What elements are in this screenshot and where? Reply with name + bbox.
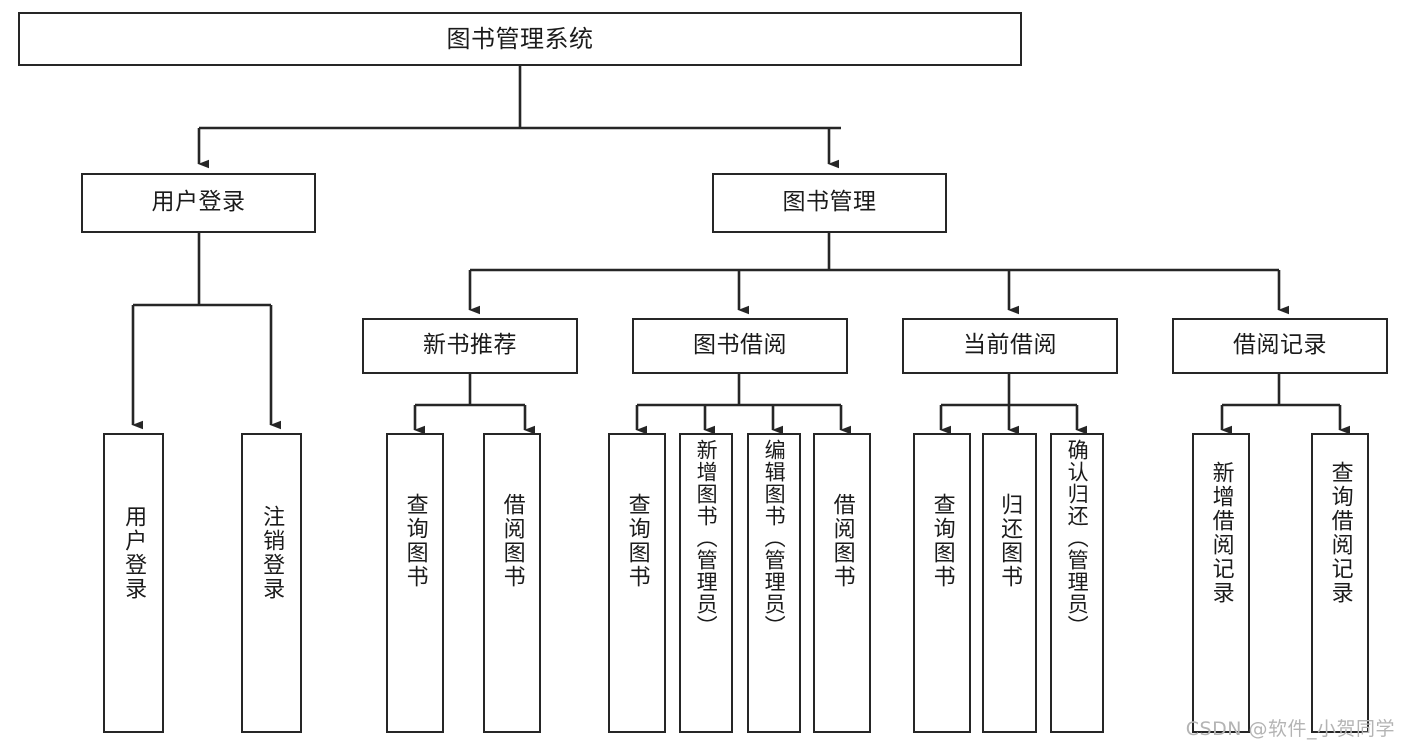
leaf-book-borrow-query-label: 查询图书 [624,493,650,589]
node-new-book-recommend-label: 新书推荐 [423,332,517,359]
leaf-book-borrow-add-label: 新增图书（管理员） [694,439,719,637]
leaf-current-borrow-confirm-return-label: 确认归还（管理员） [1065,439,1090,637]
leaf-new-book-query[interactable]: 查询图书 [386,433,444,733]
leaf-book-borrow-edit-label: 编辑图书（管理员） [762,439,787,637]
leaf-new-book-borrow-label: 借阅图书 [499,493,525,589]
node-book-borrow[interactable]: 图书借阅 [632,318,848,374]
leaf-new-book-query-label: 查询图书 [402,493,428,589]
leaf-book-borrow-edit[interactable]: 编辑图书（管理员） [747,433,801,733]
node-book-management[interactable]: 图书管理 [712,173,947,233]
node-root-label: 图书管理系统 [446,24,594,53]
leaf-borrow-record-query[interactable]: 查询借阅记录 [1311,433,1369,733]
leaf-borrow-record-add-label: 新增借阅记录 [1208,461,1234,605]
leaf-user-login-login[interactable]: 用户登录 [103,433,164,733]
leaf-new-book-borrow[interactable]: 借阅图书 [483,433,541,733]
node-book-borrow-label: 图书借阅 [693,332,787,359]
leaf-borrow-record-add[interactable]: 新增借阅记录 [1192,433,1250,733]
leaf-current-borrow-return-label: 归还图书 [997,493,1023,589]
node-new-book-recommend[interactable]: 新书推荐 [362,318,578,374]
leaf-borrow-record-query-label: 查询借阅记录 [1327,461,1353,605]
node-user-login[interactable]: 用户登录 [81,173,316,233]
leaf-book-borrow-add[interactable]: 新增图书（管理员） [679,433,733,733]
leaf-user-login-logout[interactable]: 注销登录 [241,433,302,733]
leaf-book-borrow-borrow-label: 借阅图书 [829,493,855,589]
node-borrow-record[interactable]: 借阅记录 [1172,318,1388,374]
leaf-user-login-logout-label: 注销登录 [259,505,285,601]
node-borrow-record-label: 借阅记录 [1233,332,1327,359]
leaf-current-borrow-query-label: 查询图书 [929,493,955,589]
node-root-book-management-system[interactable]: 图书管理系统 [18,12,1022,66]
leaf-book-borrow-query[interactable]: 查询图书 [608,433,666,733]
node-current-borrow-label: 当前借阅 [963,332,1057,359]
leaf-current-borrow-confirm-return[interactable]: 确认归还（管理员） [1050,433,1104,733]
node-book-management-label: 图书管理 [782,189,877,216]
csdn-watermark: CSDN @软件_小贺同学 [1185,718,1395,740]
node-user-login-label: 用户登录 [151,189,246,216]
leaf-book-borrow-borrow[interactable]: 借阅图书 [813,433,871,733]
leaf-user-login-login-label: 用户登录 [121,505,147,601]
leaf-current-borrow-return[interactable]: 归还图书 [982,433,1037,733]
node-current-borrow[interactable]: 当前借阅 [902,318,1118,374]
leaf-current-borrow-query[interactable]: 查询图书 [913,433,971,733]
